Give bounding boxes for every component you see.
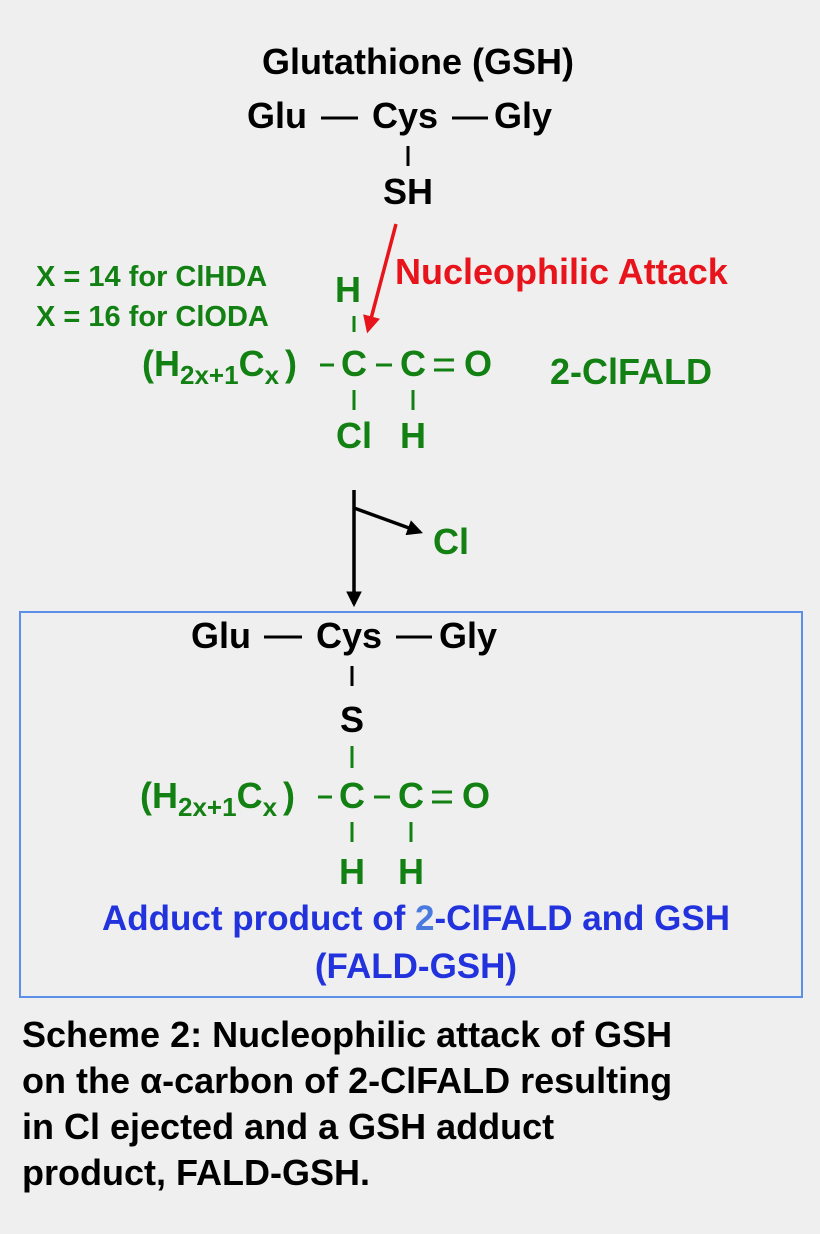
product-chain-c: C xyxy=(237,775,263,816)
product-molecule: (H2x+1Cx) C C O H H xyxy=(140,775,490,892)
product-glu: Glu xyxy=(191,615,251,656)
product-label-pre: Adduct product of xyxy=(102,899,415,938)
caption-line-3: in Cl ejected and a GSH adduct xyxy=(22,1106,555,1147)
product-o: O xyxy=(462,775,490,816)
x-note-clhda: X = 14 for ClHDA xyxy=(36,261,267,293)
gsh-title: Glutathione (GSH) xyxy=(262,41,574,82)
sh-label: SH xyxy=(383,171,433,212)
product-peptide: Glu Cys Gly xyxy=(191,615,497,656)
scheme-caption: Scheme 2: Nucleophilic attack of GSH on … xyxy=(22,1012,812,1196)
x-note-cloda: X = 16 for ClODA xyxy=(36,301,269,333)
substrate-c2: C xyxy=(400,343,426,384)
chain-sub-x: x xyxy=(265,360,280,390)
substrate-c1: C xyxy=(341,343,367,384)
product-chain: (H2x+1Cx) xyxy=(140,775,295,822)
leaving-cl: Cl xyxy=(433,521,469,562)
product-box xyxy=(19,611,803,998)
product-c2: C xyxy=(398,775,424,816)
gly-label: Gly xyxy=(494,95,552,136)
chain-c: C xyxy=(239,343,265,384)
substrate-chain: (H2x+1Cx) xyxy=(142,343,297,390)
chain-close: ) xyxy=(285,343,297,384)
product-h1: H xyxy=(339,851,365,892)
caption-line-2: on the α-carbon of 2-ClFALD resulting xyxy=(22,1060,673,1101)
product-gly: Gly xyxy=(439,615,497,656)
product-chain-open: (H xyxy=(140,775,178,816)
product-label-line1: Adduct product of 2-ClFALD and GSH xyxy=(102,899,730,938)
caption-line-1: Scheme 2: Nucleophilic attack of GSH xyxy=(22,1014,673,1055)
chain-sub-2x1: 2x+1 xyxy=(180,360,239,390)
cys-label: Cys xyxy=(372,95,438,136)
substrate-molecule: H (H2x+1Cx) C C O Cl H xyxy=(142,269,492,456)
nucleophilic-attack-label: Nucleophilic Attack xyxy=(395,251,729,292)
product-label-line2: (FALD-GSH) xyxy=(315,947,517,986)
product-s: S xyxy=(340,699,364,740)
substrate-h-bottom: H xyxy=(400,415,426,456)
substrate-h-top: H xyxy=(335,269,361,310)
nucleophilic-attack-arrow xyxy=(363,223,398,334)
product-chain-sub-x: x xyxy=(263,792,278,822)
glu-label: Glu xyxy=(247,95,307,136)
product-cys: Cys xyxy=(316,615,382,656)
chain-open: (H xyxy=(142,343,180,384)
substrate-o: O xyxy=(464,343,492,384)
leaving-arrow xyxy=(353,506,423,536)
product-chain-close: ) xyxy=(283,775,295,816)
product-label-post: -ClFALD and GSH xyxy=(434,899,730,938)
product-c1: C xyxy=(339,775,365,816)
caption-line-4: product, FALD-GSH. xyxy=(22,1152,370,1193)
product-chain-sub-2x1: 2x+1 xyxy=(178,792,237,822)
product-h2: H xyxy=(398,851,424,892)
product-label-2: 2 xyxy=(415,899,434,938)
gsh-peptide-top: Glu Cys Gly xyxy=(247,95,552,136)
substrate-cl: Cl xyxy=(336,415,372,456)
substrate-name: 2-ClFALD xyxy=(550,351,712,392)
